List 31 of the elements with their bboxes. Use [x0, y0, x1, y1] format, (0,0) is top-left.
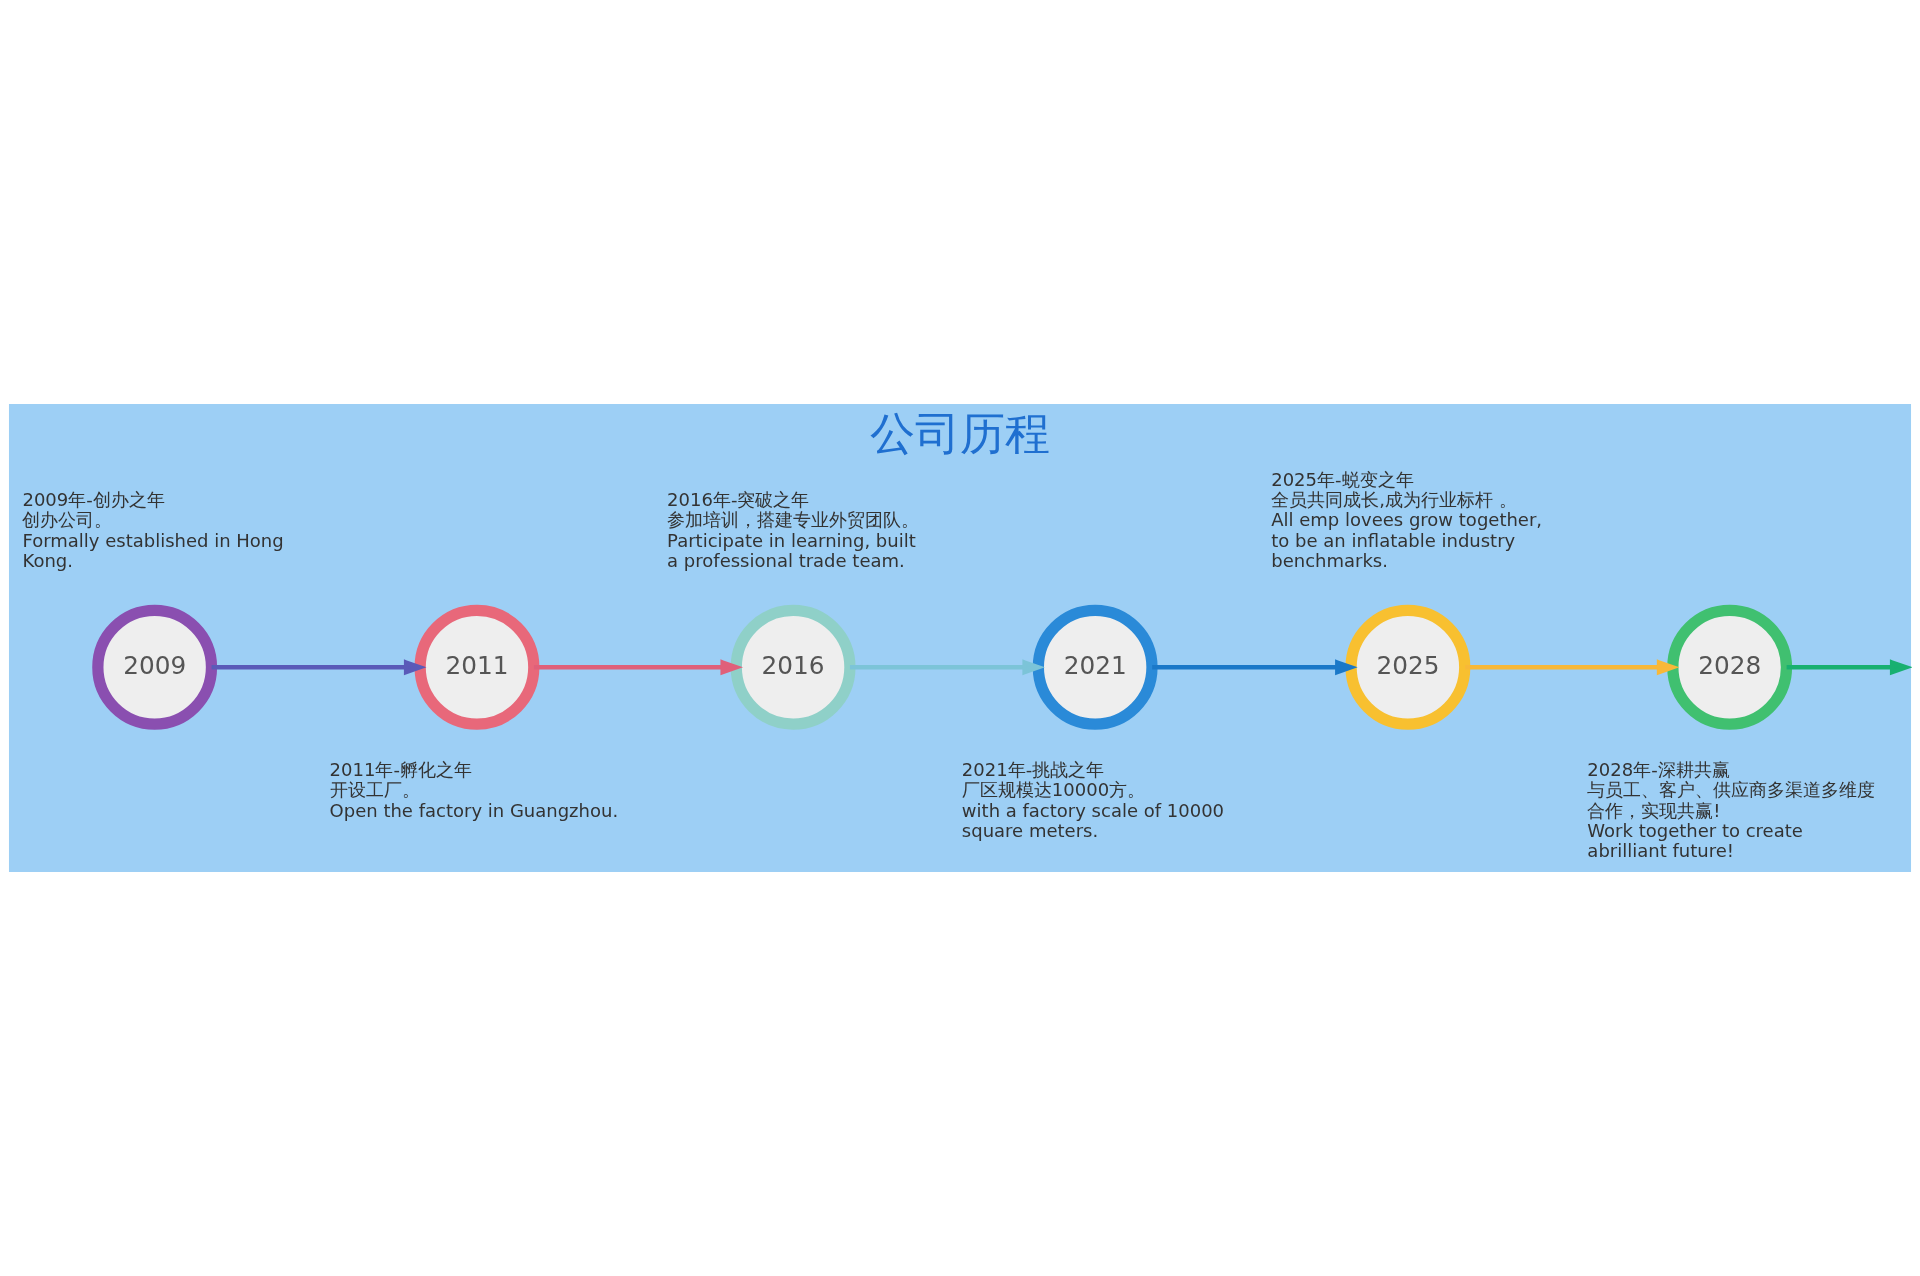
node-label: Open the factory in Guangzhou.	[329, 799, 619, 821]
node-circle: 2021	[1032, 604, 1158, 730]
node-label: 2011年-孵化之年	[329, 759, 472, 781]
node-circle: 2025	[1345, 604, 1471, 730]
node-circle: 2028	[1667, 604, 1793, 730]
arrow	[1786, 659, 1912, 676]
node-label: Formally established in Hong Kong.	[22, 529, 284, 571]
node-label: 与员工、客户、供应商多渠道多维度合作，实现共赢!	[1587, 779, 1876, 821]
node-label: 开设工厂。	[329, 779, 420, 801]
arrow	[211, 659, 427, 676]
arrow	[533, 659, 743, 676]
node-label: Participate in learning, built a professional trade team.	[667, 529, 916, 571]
node-label: All emp lovees grow together, to be an inflatable industry benchmarks.	[1271, 509, 1543, 571]
node-label: 2016年-突破之年	[667, 489, 810, 511]
node-circle: 2016	[730, 604, 856, 730]
node-label: 全员共同成长,成为行业标杆 。	[1271, 489, 1517, 511]
arrow	[849, 659, 1045, 676]
diagram-title: 公司历程	[870, 407, 1050, 460]
node-label: 2025年-蜕变之年	[1271, 468, 1414, 490]
node-label: 2021年-挑战之年	[961, 759, 1105, 781]
node-label: with a factory scale of 10000 square meters.	[961, 799, 1225, 841]
node-circle: 2009	[92, 604, 218, 730]
node-label: 厂区规模达10000方。	[961, 779, 1146, 801]
node-circle: 2011	[414, 604, 540, 730]
node-label: 创办公司。	[22, 509, 113, 531]
arrow	[1465, 659, 1680, 676]
node-label: Work together to create abrilliant future!	[1587, 819, 1803, 862]
arrow	[1152, 659, 1358, 676]
node-label: 参加培训，搭建专业外贸团队。	[667, 509, 920, 531]
node-label: 2009年-创办之年	[22, 489, 165, 511]
node-label: 2028年-深耕共赢	[1587, 759, 1730, 781]
